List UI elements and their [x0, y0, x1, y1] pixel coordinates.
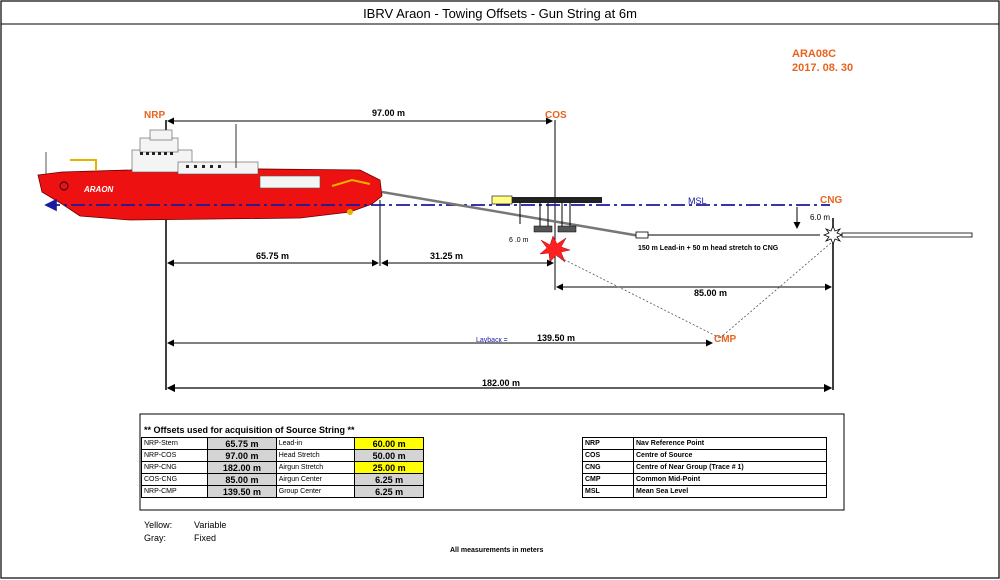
offset-name: NRP-CNG — [140, 461, 209, 474]
msl-label: MSL — [688, 196, 707, 206]
legend-gray-label: Gray: — [144, 533, 166, 543]
abbreviation: CMP — [582, 473, 634, 486]
cos-cng-value: 85.00 m — [694, 288, 727, 298]
offsets-heading: ** Offsets used for acquisition of Sourc… — [144, 425, 355, 435]
abbreviation: COS — [582, 449, 634, 462]
streamer-depth-value: 6.0 m — [810, 213, 830, 222]
abbreviation: MSL — [582, 485, 634, 498]
param-value: 50.00 m — [354, 449, 424, 462]
layback-label: Laybacк = — [476, 337, 508, 344]
offset-name: NRP-Stern — [140, 437, 209, 450]
legend-yellow-label: Yellow: — [144, 520, 172, 530]
abbreviation-desc: Centre of Near Group (Trace # 1) — [633, 461, 827, 474]
offset-value: 182.00 m — [207, 461, 277, 474]
abbreviation-desc: Nav Reference Point — [633, 437, 827, 450]
legend-gray-desc: Fixed — [194, 533, 216, 543]
source-burst-icon — [539, 235, 571, 263]
nrp-cng-value: 182.00 m — [482, 378, 520, 388]
ray-down — [556, 255, 721, 339]
gun-depth-value: 6 .0 m — [509, 237, 529, 244]
cmp-label: CMP — [714, 334, 737, 345]
abbreviation: CNG — [582, 461, 634, 474]
lead-in-note: 150 m Lead-in + 50 m head stretch to CNG — [638, 245, 779, 252]
offset-value: 139.50 m — [207, 485, 277, 498]
ship-name: ARAON — [83, 185, 114, 194]
param-value: 25.00 m — [354, 461, 424, 474]
param-value: 60.00 m — [354, 437, 424, 450]
abbreviation-desc: Centre of Source — [633, 449, 827, 462]
cng-label: CNG — [820, 195, 842, 206]
nrp-cos-value: 97.00 m — [372, 108, 405, 118]
survey-date: 2017. 08. 30 — [792, 62, 853, 74]
param-value: 6.25 m — [354, 485, 424, 498]
offset-value: 97.00 m — [207, 449, 277, 462]
offset-value: 85.00 m — [207, 473, 277, 486]
abbreviation-desc: Mean Sea Level — [633, 485, 827, 498]
offsets-box — [139, 413, 845, 511]
tow-cable — [381, 190, 641, 238]
ray-up — [719, 241, 833, 339]
airgun-array-2 — [557, 225, 577, 233]
airgun-array-1 — [533, 225, 553, 233]
param-name: Head Stretch — [275, 449, 356, 462]
page-title: IBRV Araon - Towing Offsets - Gun String… — [363, 6, 637, 21]
abbreviation: NRP — [582, 437, 634, 450]
abbreviation-desc: Common Mid-Point — [633, 473, 827, 486]
survey-code: ARA08C — [792, 48, 836, 60]
offset-name: COS-CNG — [140, 473, 209, 486]
nrp-label: NRP — [144, 110, 165, 121]
param-name: Lead-in — [275, 437, 356, 450]
footer-note: All measurements in meters — [450, 547, 543, 554]
ship-araon: ARAON — [37, 124, 383, 221]
offset-name: NRP-CMP — [140, 485, 209, 498]
cos-label: COS — [545, 110, 567, 121]
gun-string-float — [512, 197, 602, 203]
param-name: Airgun Stretch — [275, 461, 356, 474]
streamer-body — [841, 232, 973, 238]
layback-value: 139.50 m — [537, 333, 575, 343]
param-name: Airgun Center — [275, 473, 356, 486]
nrp-stern-value: 65.75 m — [256, 251, 289, 261]
param-name: Group Center — [275, 485, 356, 498]
buoy-float — [491, 195, 513, 205]
stern-cos-value: 31.25 m — [430, 251, 463, 261]
param-value: 6.25 m — [354, 473, 424, 486]
offset-name: NRP-COS — [140, 449, 209, 462]
legend-yellow-desc: Variable — [194, 520, 226, 530]
offset-value: 65.75 m — [207, 437, 277, 450]
streamer-head — [635, 231, 649, 239]
cng-star-icon — [822, 224, 844, 246]
